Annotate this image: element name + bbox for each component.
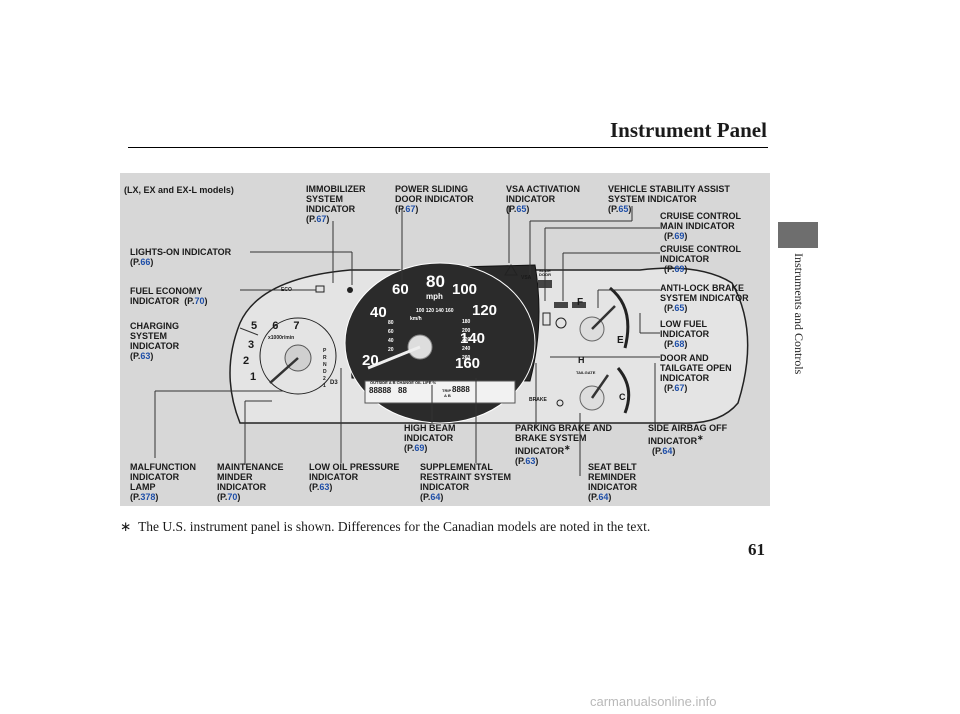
header-rule xyxy=(128,147,768,148)
tailgate-label: TAILGATE xyxy=(576,370,596,375)
odometer-display xyxy=(364,380,516,404)
instrument-panel-diagram: (LX, EX and EX-L models) xyxy=(120,173,770,506)
brake-indicator: BRAKE xyxy=(529,397,547,403)
temp-gauge-needle xyxy=(590,374,610,399)
speed-unit-mph: mph xyxy=(426,292,443,301)
temp-c: C xyxy=(619,392,626,402)
speedometer-needle xyxy=(367,345,421,370)
page-title: Instrument Panel xyxy=(610,118,767,142)
speed-40: 40 xyxy=(370,304,387,321)
page-number: 61 xyxy=(748,540,765,559)
tach-tick-2: 2 xyxy=(243,355,250,367)
display-header: OUTSIDE A B CHANGE OIL LIFE % xyxy=(370,380,437,385)
display-digits-mid: 88 xyxy=(398,386,407,395)
tachometer-needle xyxy=(269,357,299,384)
tach-unit: x1000r/min xyxy=(268,335,295,341)
abs-icon xyxy=(555,317,567,329)
srs-icon xyxy=(556,399,564,407)
eco-indicator: ECO xyxy=(281,287,292,293)
fuel-f: F xyxy=(577,297,584,308)
display-digits-right: 8888 xyxy=(452,385,470,394)
speed-100: 100 xyxy=(452,281,478,298)
tach-ticks: 5 6 7 xyxy=(251,320,306,332)
door-icon xyxy=(542,312,551,326)
callout-side-airbag-off: SIDE AIRBAG OFF INDICATOR∗ (P.64) xyxy=(648,423,728,456)
display-trip: TRIP xyxy=(442,388,452,393)
lights-on-icon xyxy=(347,287,353,293)
speed-160: 160 xyxy=(455,355,481,372)
display-digits-left: 88888 xyxy=(369,386,392,395)
temp-h: H xyxy=(578,355,585,365)
fuel-e: E xyxy=(617,335,624,346)
cruise-main-icon xyxy=(554,302,568,308)
speed-120: 120 xyxy=(472,302,498,319)
tach-tick-3: 3 xyxy=(248,339,255,351)
slide-door-label: SLIDE DOOR xyxy=(539,268,551,277)
speed-unit-kmh: km/h xyxy=(410,316,422,322)
watermark: carmanualsonline.info xyxy=(590,694,717,709)
vsa-indicator: VSA xyxy=(521,275,532,281)
d3-indicator: D3 xyxy=(330,380,338,386)
cruise-icon xyxy=(572,302,586,308)
kmh-scale-top: 100 120 140 160 xyxy=(416,308,454,314)
section-tab xyxy=(778,222,818,248)
battery-icon xyxy=(315,285,325,293)
speed-60: 60 xyxy=(392,281,409,298)
cluster-illustration xyxy=(154,206,749,476)
speed-140: 140 xyxy=(460,330,486,347)
footnote: ∗ The U.S. instrument panel is shown. Di… xyxy=(120,519,651,534)
leader-lines xyxy=(154,206,660,476)
vsa-triangle-icon xyxy=(504,264,518,276)
tachometer-ring xyxy=(259,317,337,395)
models-label: (LX, EX and EX-L models) xyxy=(124,185,234,195)
callout-lights-on: LIGHTS-ON INDICATOR (P.66) xyxy=(130,247,232,267)
speed-20: 20 xyxy=(362,352,379,369)
callout-fuel-economy: FUEL ECONOMY INDICATOR (P.70) xyxy=(130,286,208,306)
section-label: Instruments and Controls xyxy=(792,253,806,375)
speed-80: 80 xyxy=(426,272,445,291)
tach-tick-1: 1 xyxy=(250,371,257,383)
display-ab: A B xyxy=(444,393,451,398)
fuel-gauge-needle xyxy=(591,305,616,330)
